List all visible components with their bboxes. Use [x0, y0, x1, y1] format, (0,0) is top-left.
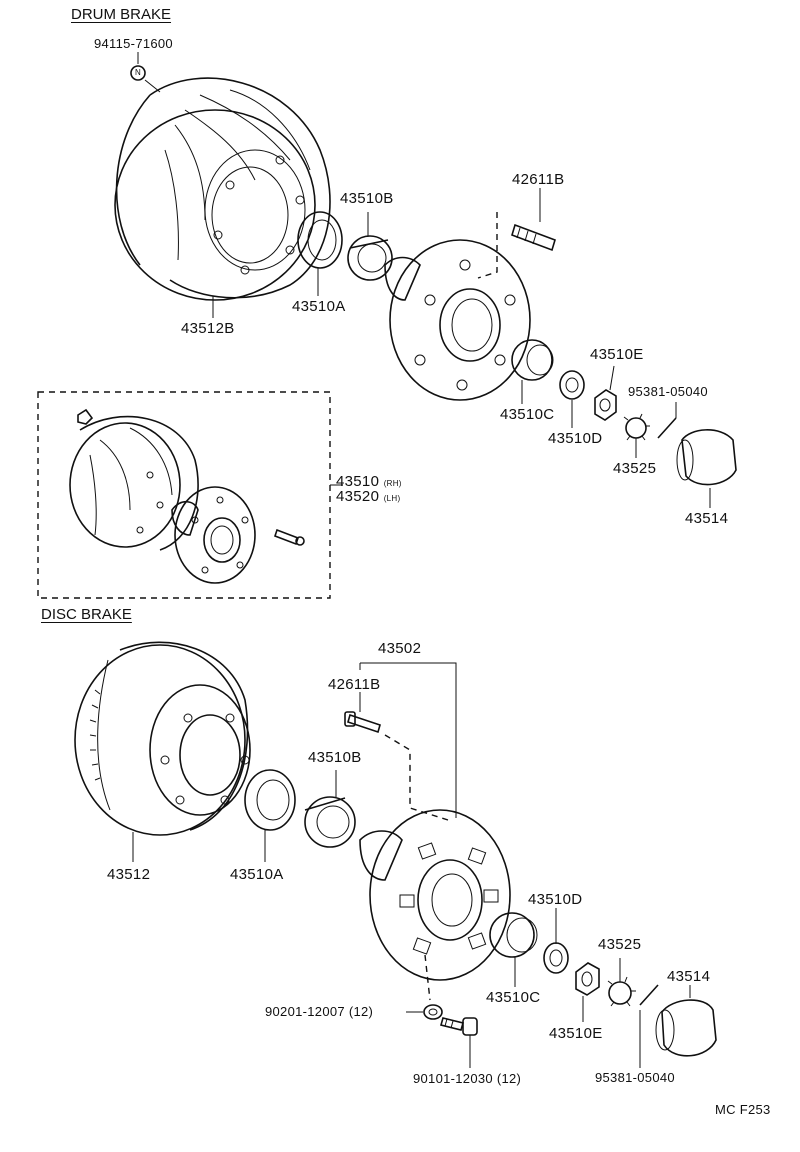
label-disc-bearing-outer-race: 43510A	[230, 866, 284, 883]
label-assy-lh-number: 43520	[336, 488, 380, 505]
disc-hub-bolt	[344, 692, 449, 821]
disc-grease-cap	[655, 985, 717, 1057]
disc-bolt	[440, 1017, 478, 1068]
label-disc-nut: 43510E	[549, 1025, 603, 1042]
label-drum: 43512B	[181, 320, 235, 337]
label-drum-bearing-outer-race: 43510A	[292, 298, 346, 315]
drum-hub	[384, 239, 531, 401]
disc-brake-header: DISC BRAKE	[41, 606, 132, 623]
label-disc-inner-bearing: 43510C	[486, 989, 541, 1006]
disc-lock-cap	[607, 958, 636, 1007]
disc-cotter-pin	[639, 984, 659, 1068]
label-drum-grease-cap: 43514	[685, 510, 729, 527]
disc-inner-bearing	[489, 912, 538, 987]
label-drum-lock-cap: 43525	[613, 460, 657, 477]
disc-bearing	[304, 770, 356, 848]
drum-hub-bolt	[477, 188, 556, 279]
figure-code: MC F253	[715, 1102, 771, 1117]
drum-inner-bearing	[511, 339, 554, 404]
label-assy-rh: 43510 (RH)	[336, 473, 402, 490]
disc-hub-assy-bracket	[359, 662, 457, 818]
label-disc-cotter-pin: 95381-05040	[595, 1070, 675, 1085]
label-disc-hub-bolt: 42611B	[328, 676, 381, 693]
label-disc-bearing: 43510B	[308, 749, 362, 766]
label-disc-lock-cap: 43525	[598, 936, 642, 953]
label-drum-nut-symbol: N	[135, 68, 142, 77]
drum-grease-cap	[676, 429, 737, 508]
label-disc-hub-assy: 43502	[378, 640, 422, 657]
drum-brake-header: DRUM BRAKE	[71, 6, 172, 23]
disc-washer-bolt	[406, 954, 443, 1020]
label-assy-lh: 43520 (LH)	[336, 488, 400, 505]
disc-hub	[359, 809, 511, 981]
label-assy-rh-number: 43510	[336, 473, 380, 490]
label-disc-bolt: 90101-12030 (12)	[413, 1071, 522, 1086]
label-drum-washer: 43510D	[548, 430, 603, 447]
drum-cotter-pin	[657, 402, 677, 439]
drum-lock-cap	[623, 413, 650, 458]
label-disc-washer-bolt: 90201-12007 (12)	[265, 1004, 374, 1019]
label-assy-rh-tag: (RH)	[383, 479, 402, 488]
label-drum-cotter-pin: 95381-05040	[628, 384, 708, 399]
label-drum-hub-bolt: 42611B	[512, 171, 565, 188]
label-assy-lh-tag: (LH)	[383, 494, 401, 503]
drum-assembly-box	[37, 391, 343, 599]
drum-nut	[594, 365, 617, 421]
drum-brake-drum	[114, 77, 331, 318]
label-drum-nut: 43510E	[590, 346, 644, 363]
drum-bearing	[347, 212, 393, 281]
disc-bearing-outer-race	[244, 769, 296, 862]
label-drum-inner-bearing: 43510C	[500, 406, 555, 423]
label-drum-bearing: 43510B	[340, 190, 394, 207]
label-disc-rotor: 43512	[107, 866, 151, 883]
drum-washer	[559, 370, 585, 428]
disc-nut	[575, 962, 600, 1022]
label-disc-grease-cap: 43514	[667, 968, 711, 985]
label-disc-washer: 43510D	[528, 891, 583, 908]
label-drum-nut-number: 94115-71600	[94, 36, 173, 51]
disc-washer	[543, 908, 569, 974]
drum-nut-symbol	[130, 52, 161, 93]
drum-bearing-outer-race	[297, 211, 343, 296]
disc-rotor	[74, 641, 251, 862]
